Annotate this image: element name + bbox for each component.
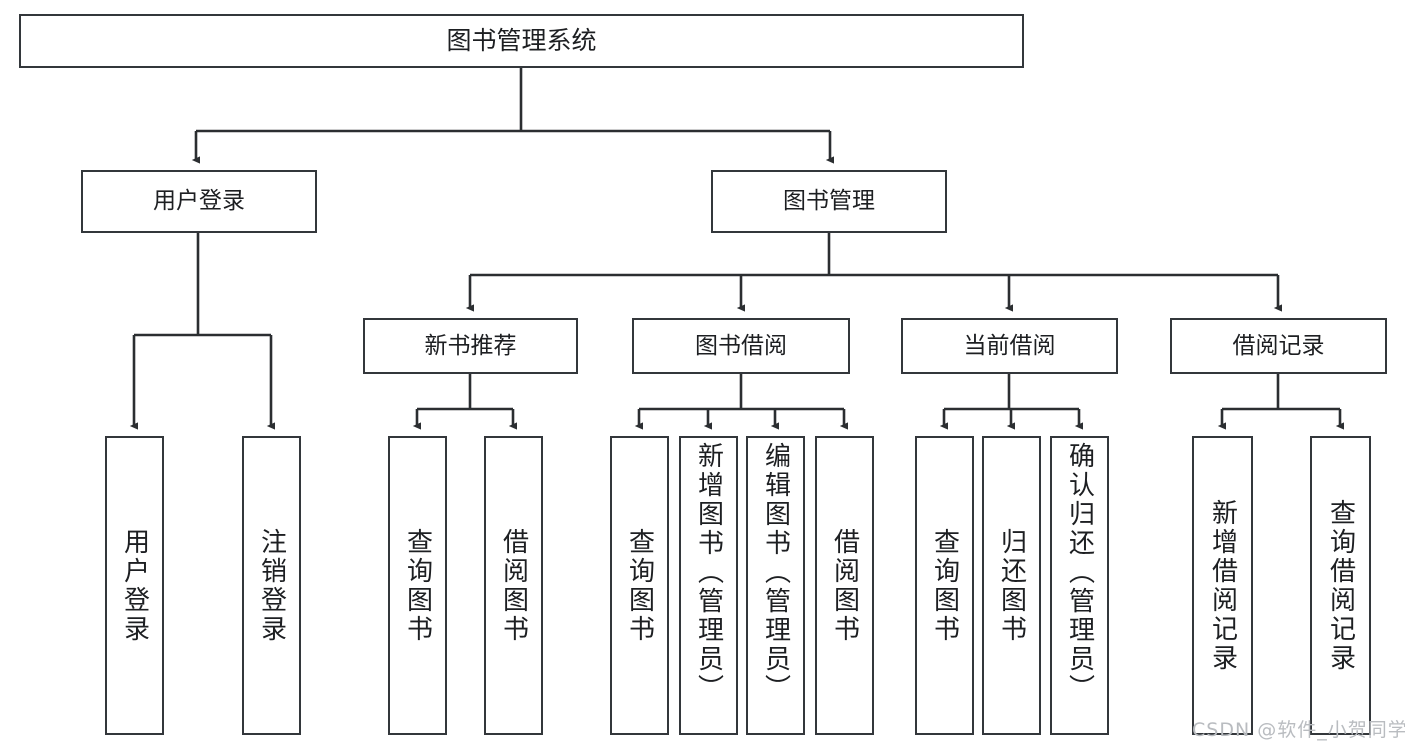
node-label: 新增图书（管理员）: [693, 442, 724, 703]
node-label: 编辑图书（管理员）: [760, 442, 791, 703]
node-book-management[interactable]: 图书管理: [711, 170, 947, 233]
leaf-query-book-current[interactable]: 查询图书: [915, 436, 974, 735]
leaf-query-book-recommend[interactable]: 查询图书: [388, 436, 447, 735]
leaf-user-login[interactable]: 用户登录: [105, 436, 164, 735]
leaf-query-borrow-record[interactable]: 查询借阅记录: [1310, 436, 1371, 735]
node-label: 当前借阅: [963, 332, 1056, 359]
node-current-borrow[interactable]: 当前借阅: [901, 318, 1118, 374]
node-root-book-management-system[interactable]: 图书管理系统: [19, 14, 1024, 68]
node-label: 用户登录: [119, 527, 150, 644]
node-label: 查询图书: [624, 527, 655, 644]
node-label: 图书借阅: [695, 332, 787, 359]
node-label: 查询借阅记录: [1325, 498, 1356, 673]
node-label: 新增借阅记录: [1207, 498, 1238, 673]
node-book-borrow[interactable]: 图书借阅: [632, 318, 850, 374]
leaf-return-book[interactable]: 归还图书: [982, 436, 1041, 735]
leaf-borrow-book[interactable]: 借阅图书: [815, 436, 874, 735]
node-label: 图书管理: [783, 188, 875, 215]
node-label: 图书管理系统: [446, 25, 597, 55]
node-label: 借阅图书: [829, 527, 860, 644]
node-label: 注销登录: [256, 527, 287, 644]
leaf-confirm-return-admin[interactable]: 确认归还（管理员）: [1050, 436, 1109, 735]
node-label: 借阅记录: [1232, 332, 1325, 359]
leaf-edit-book-admin[interactable]: 编辑图书（管理员）: [746, 436, 805, 735]
node-new-book-recommend[interactable]: 新书推荐: [363, 318, 578, 374]
node-label: 查询图书: [402, 527, 433, 644]
node-user-login[interactable]: 用户登录: [81, 170, 317, 233]
node-label: 借阅图书: [498, 527, 529, 644]
leaf-borrow-book-recommend[interactable]: 借阅图书: [484, 436, 543, 735]
leaf-add-book-admin[interactable]: 新增图书（管理员）: [679, 436, 738, 735]
leaf-add-borrow-record[interactable]: 新增借阅记录: [1192, 436, 1253, 735]
node-label: 新书推荐: [424, 332, 517, 359]
node-borrow-records[interactable]: 借阅记录: [1170, 318, 1387, 374]
node-label: 用户登录: [153, 188, 245, 215]
leaf-logout[interactable]: 注销登录: [242, 436, 301, 735]
node-label: 归还图书: [996, 527, 1027, 644]
node-label: 确认归还（管理员）: [1064, 442, 1095, 703]
node-label: 查询图书: [929, 527, 960, 644]
watermark: CSDN @软件_小贺同学: [1192, 719, 1405, 741]
leaf-query-book-borrow[interactable]: 查询图书: [610, 436, 669, 735]
